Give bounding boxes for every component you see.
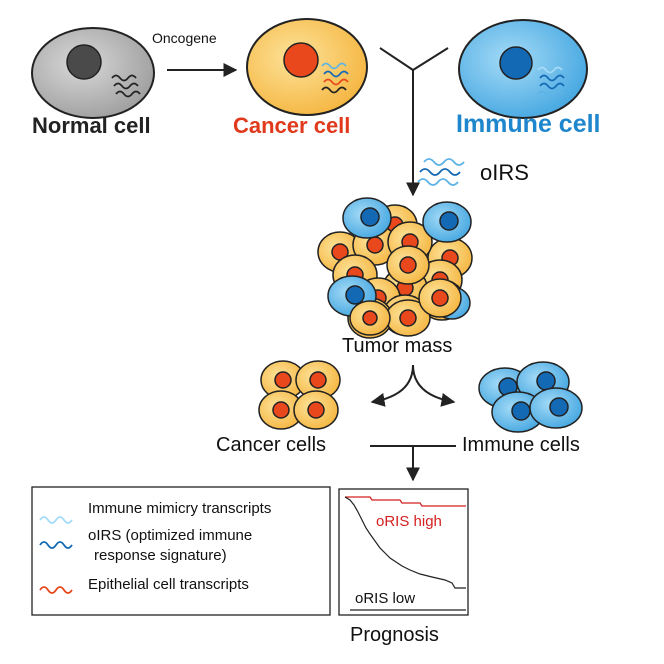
- epithelial-squiggle-icon: [39, 586, 73, 594]
- immune-cells-cluster: [478, 361, 583, 433]
- prognosis-arrow: [370, 445, 456, 482]
- normal-cell: [31, 27, 155, 119]
- oris-high-label: oRIS high: [376, 513, 442, 530]
- oirs-label: oIRS: [480, 160, 529, 185]
- legend-item-oirs-line1: oIRS (optimized immune: [88, 527, 253, 544]
- legend-box: [31, 486, 331, 616]
- transcript-squiggle-icon: [537, 66, 565, 98]
- legend-item-epithelial: Epithelial cell transcripts: [88, 576, 249, 593]
- tumor-mass-label: Tumor mass: [342, 335, 453, 357]
- transcript-squiggle-icon: [111, 74, 141, 98]
- oncogene-label: Oncogene: [152, 30, 217, 46]
- merge-connector: [379, 47, 449, 197]
- oris-low-label: oRIS low: [355, 590, 416, 607]
- legend-item-oirs-line2: response signature): [94, 547, 227, 564]
- immune-cell: [458, 19, 588, 119]
- tumor-mass: [317, 197, 473, 339]
- low-survival-curve: [344, 496, 466, 589]
- cancer-cell-label: Cancer cell: [233, 113, 351, 138]
- cancer-cells-cluster: [258, 360, 341, 430]
- split-arrows: [370, 364, 456, 407]
- cancer-cell: [246, 18, 368, 116]
- transcript-squiggle-icon: [321, 62, 349, 94]
- immune-mimicry-squiggle-icon: [39, 516, 73, 524]
- oirs-squiggle-icon: [417, 158, 465, 186]
- oirs-legend-squiggle-icon: [39, 541, 73, 549]
- prognosis-title: Prognosis: [350, 624, 439, 646]
- high-survival-curve: [345, 496, 466, 507]
- normal-cell-label: Normal cell: [32, 113, 151, 138]
- legend-item-immune-mimicry: Immune mimicry transcripts: [88, 500, 272, 517]
- immune-cells-label: Immune cells: [462, 434, 580, 456]
- immune-cell-label: Immune cell: [456, 110, 601, 138]
- prognosis-plot: [338, 488, 469, 616]
- cancer-cells-label: Cancer cells: [216, 434, 327, 456]
